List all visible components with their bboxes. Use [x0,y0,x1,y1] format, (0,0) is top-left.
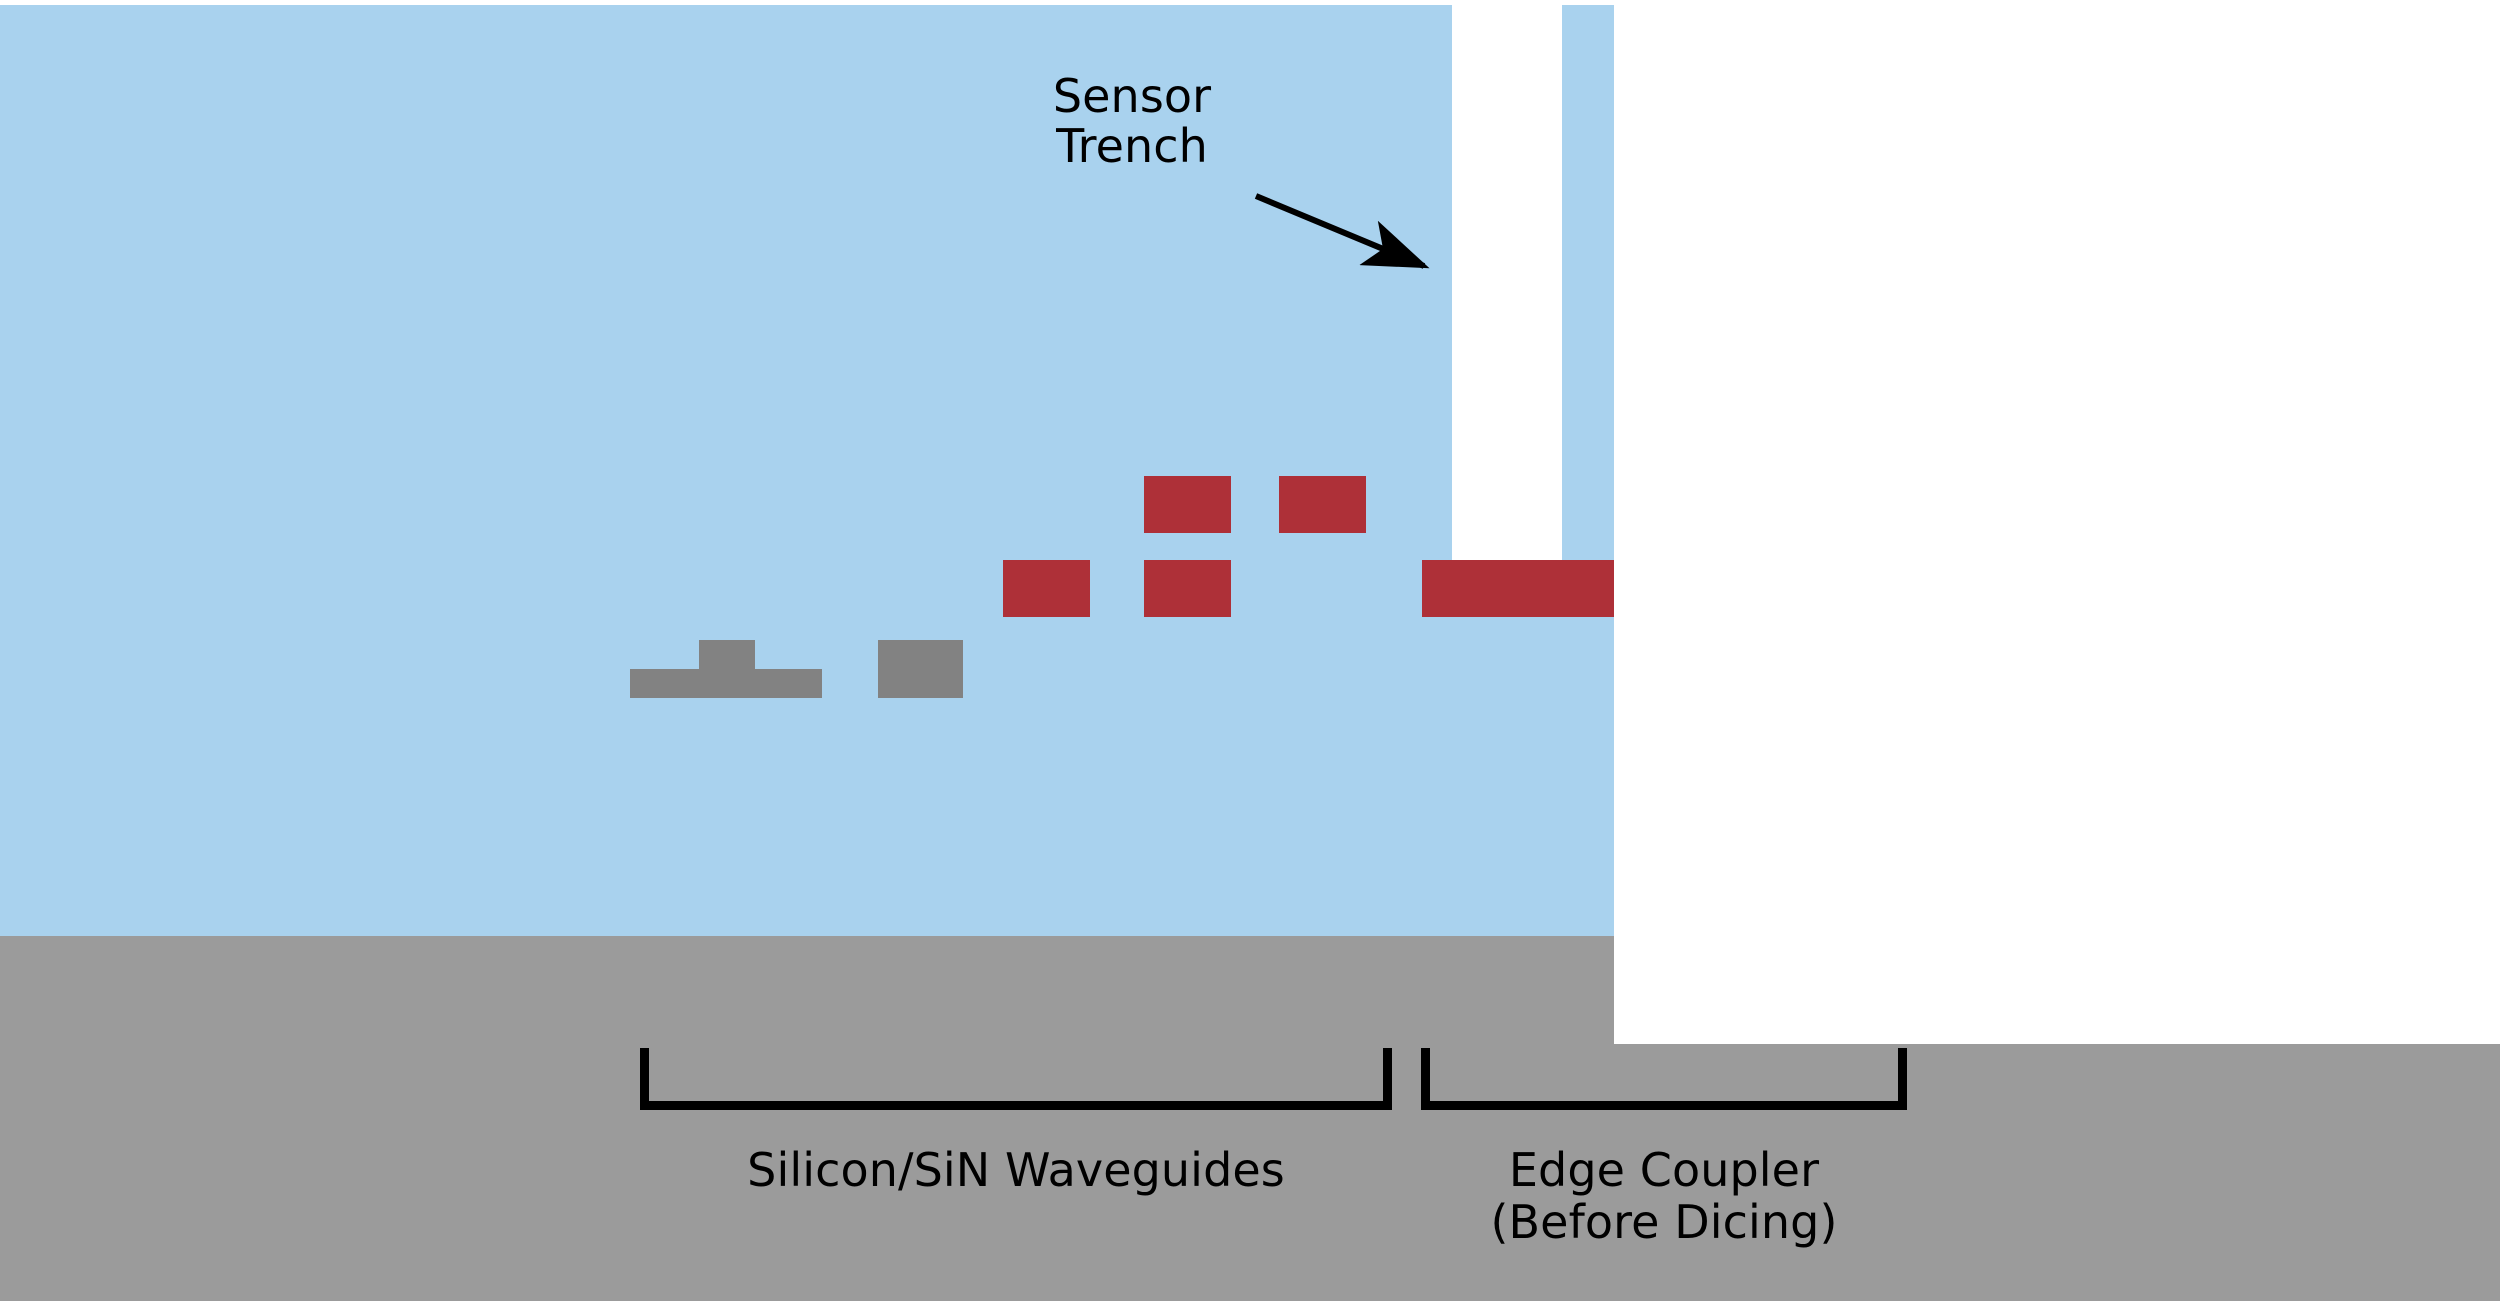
silicon-substrate-layer [0,936,1614,1301]
diced-air-region [1614,0,2500,1044]
edge-coupler-taper [1422,560,1614,617]
sensor-trench-slot [1452,0,1562,562]
group-label-waveguides: Silicon/SiN Waveguides [747,1143,1285,1197]
strip-waveguide [878,640,963,698]
rib-waveguide-ridge [699,640,755,670]
rib-waveguide-slab [630,669,822,698]
silicon-substrate-right [1614,1044,2500,1301]
sensor-trench-label: Sensor Trench [1052,69,1212,173]
oxide-cladding-layer [0,5,1614,936]
sin-waveguide-upper-left [1144,476,1231,533]
sin-waveguide-upper-right [1279,476,1366,533]
sin-waveguide-lower-left [1003,560,1090,617]
group-label-edge-coupler: Edge Coupler (Before Dicing) [1490,1143,1838,1249]
bracket-waveguides [640,1048,1392,1110]
bracket-edge-coupler [1421,1048,1907,1110]
sin-waveguide-lower-right [1144,560,1231,617]
